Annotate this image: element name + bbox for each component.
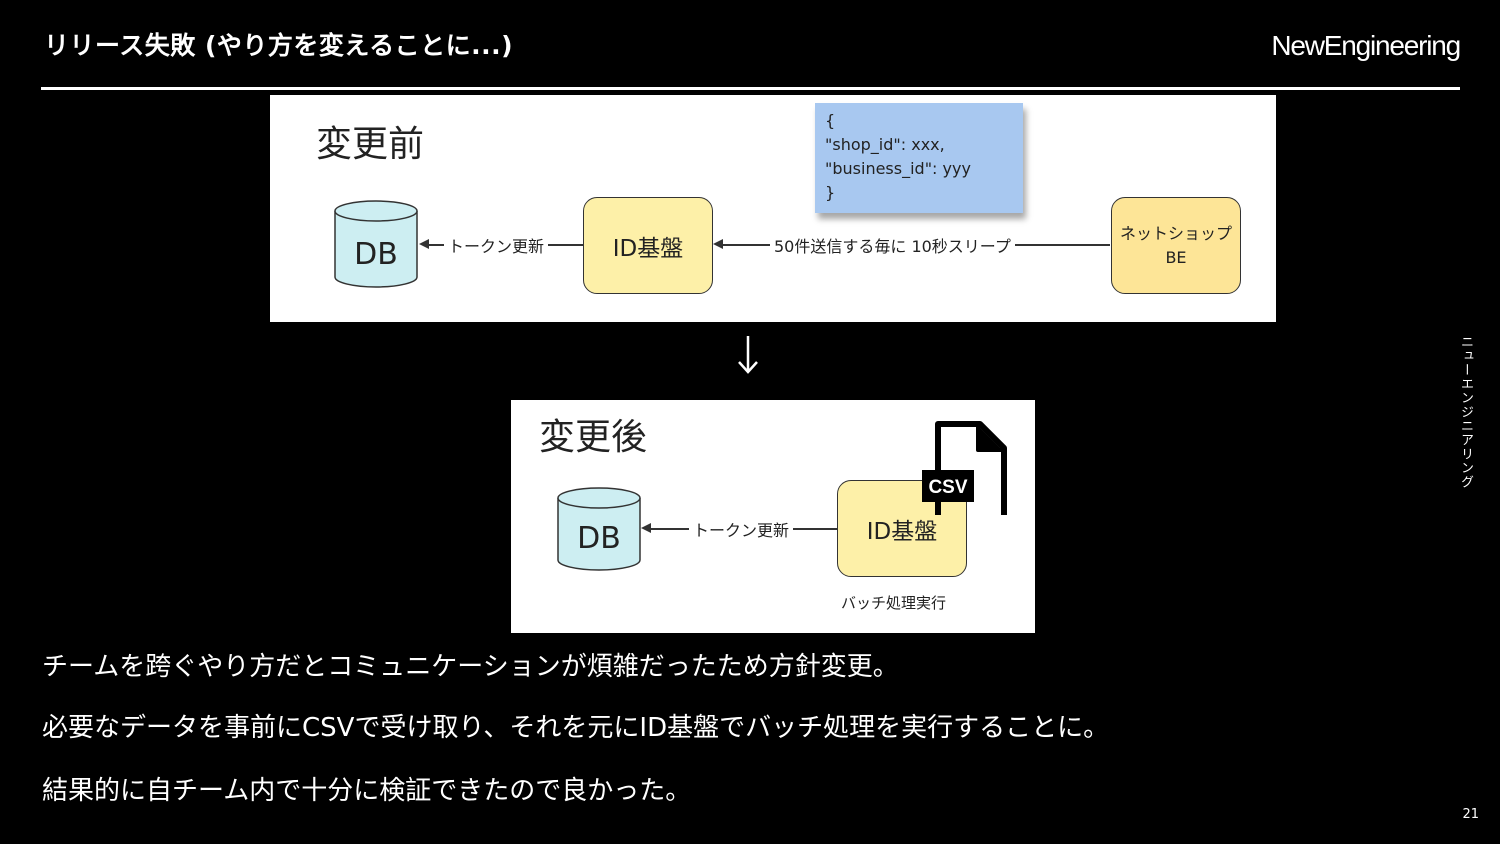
sticky-line: "business_id": yyy bbox=[825, 159, 971, 178]
title-divider bbox=[41, 87, 1460, 90]
edge-label-token: トークン更新 bbox=[689, 517, 794, 541]
sticky-line: } bbox=[825, 183, 836, 202]
db-label: DB bbox=[354, 237, 398, 272]
before-diagram: 変更前 DB トークン更新 ID基盤 50件送信する毎に 10秒スリープ ネット… bbox=[270, 95, 1276, 322]
shop-backend-box: ネットショップ BE bbox=[1111, 197, 1241, 294]
csv-label: CSV bbox=[928, 477, 967, 498]
arrowhead-to-db bbox=[641, 523, 651, 533]
sticky-line: "shop_id": xxx, bbox=[825, 135, 945, 154]
side-label: ニューエンジニアリング bbox=[1458, 335, 1473, 489]
slide-title: リリース失敗 (やり方を変えることに...) bbox=[44, 31, 514, 60]
database-icon: DB bbox=[556, 486, 642, 572]
database-icon: DB bbox=[333, 199, 419, 289]
after-heading: 変更後 bbox=[539, 417, 648, 458]
body-line-2: 必要なデータを事前にCSVで受け取り、それを元にID基盤でバッチ処理を実行するこ… bbox=[42, 713, 1110, 743]
batch-label: バッチ処理実行 bbox=[841, 594, 947, 612]
body-line-1: チームを跨ぐやり方だとコミュニケーションが煩雑だったため方針変更。 bbox=[42, 652, 899, 682]
brand-logo: NewEngineering bbox=[1271, 30, 1461, 61]
id-platform-box: ID基盤 bbox=[583, 197, 713, 294]
edge-label-token: トークン更新 bbox=[444, 233, 549, 257]
csv-file-icon: CSV bbox=[920, 420, 1010, 533]
payload-sticky-note: { "shop_id": xxx, "business_id": yyy } bbox=[815, 103, 1023, 213]
arrowhead-to-id bbox=[713, 239, 723, 249]
down-arrow-icon bbox=[738, 336, 758, 374]
body-line-3: 結果的に自チーム内で十分に検証できたので良かった。 bbox=[42, 776, 692, 806]
edge-label-send: 50件送信する毎に 10秒スリープ bbox=[770, 233, 1015, 257]
shop-box-line2: BE bbox=[1165, 247, 1187, 267]
page-number: 21 bbox=[1462, 807, 1479, 822]
db-label: DB bbox=[577, 521, 621, 556]
shop-box-line1: ネットショップ bbox=[1119, 223, 1232, 243]
sticky-line: { bbox=[825, 111, 836, 130]
before-heading: 変更前 bbox=[316, 124, 425, 165]
arrowhead-to-db bbox=[419, 239, 429, 249]
after-diagram: 変更後 DB トークン更新 ID基盤 CSV バッチ処理実行 bbox=[511, 400, 1035, 633]
